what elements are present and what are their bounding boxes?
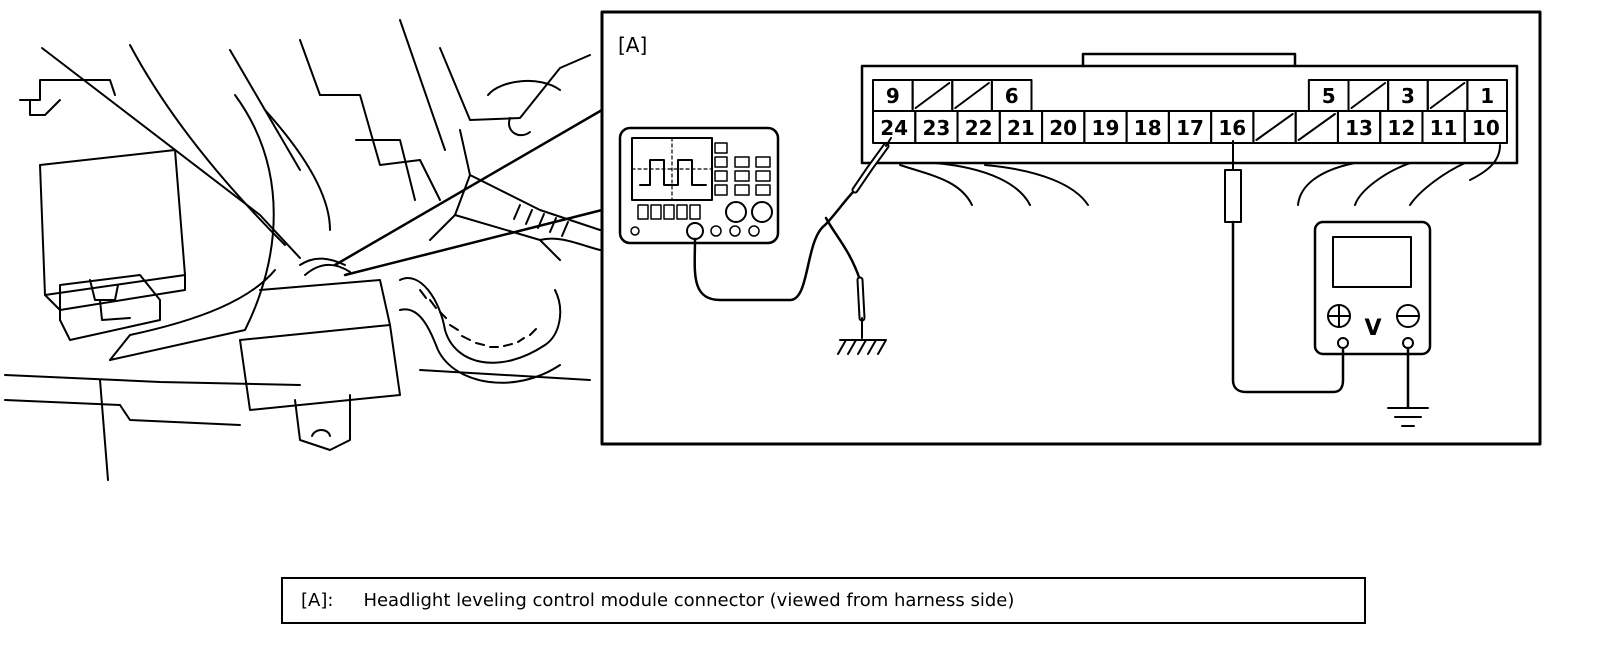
oscilloscope-graticule <box>631 137 713 201</box>
caption-text: Headlight leveling control module connec… <box>363 590 1015 611</box>
pin-bottom-4-label: 21 <box>1007 116 1035 140</box>
oscilloscope-buttons <box>637 142 773 223</box>
connector: 9 6 5 3 1 24 23 22 21 20 19 18 17 16 13 12 11 10 <box>860 52 1519 165</box>
negative-jack <box>1402 337 1414 349</box>
voltmeter: V <box>1224 140 1432 427</box>
oscilloscope <box>618 126 780 245</box>
pin-top-13-blank-slash <box>1350 82 1387 109</box>
harness-wires <box>899 144 1501 206</box>
caption-legend: [A]: Headlight leveling control module c… <box>281 577 1366 624</box>
connector-latch <box>1081 52 1297 68</box>
pin-grid: 9 6 5 3 1 24 23 22 21 20 19 18 17 16 13 12 11 10 <box>872 79 1508 144</box>
positive-jack <box>1337 337 1349 349</box>
pin-bottom-12-label: 13 <box>1345 116 1373 140</box>
ground-symbol-icon <box>1387 407 1429 427</box>
voltmeter-body <box>1313 220 1432 356</box>
inset-frame <box>600 10 1542 446</box>
pin-bottom-13-label: 12 <box>1387 116 1415 140</box>
pin-top-2-blank-slash <box>914 82 951 109</box>
caption-key: [A]: <box>301 590 334 611</box>
pin-bottom-11-blank-slash <box>1297 113 1336 141</box>
pin-bottom-7-label: 18 <box>1134 116 1162 140</box>
square-wave-trace <box>639 159 707 186</box>
oscilloscope-input-jack <box>686 222 704 240</box>
voltmeter-positive-lead <box>1231 220 1345 394</box>
pin-bottom-15-label: 10 <box>1472 116 1500 140</box>
connector-housing <box>860 64 1519 165</box>
pin-bottom-1-label: 24 <box>880 116 908 140</box>
oscilloscope-probe <box>693 137 892 355</box>
pin-bottom-6-label: 19 <box>1092 116 1120 140</box>
pin-top-15-blank-slash <box>1429 82 1466 109</box>
inset-tag: [A] <box>618 33 647 57</box>
pin-bottom-9-label: 16 <box>1218 116 1246 140</box>
pin-top-16-label: 1 <box>1480 84 1494 108</box>
pin-bottom-2-label: 23 <box>922 116 950 140</box>
oscilloscope-body <box>618 126 780 245</box>
voltmeter-unit: V <box>1364 316 1381 341</box>
pin-bottom-8-label: 17 <box>1176 116 1204 140</box>
pin-bottom-3-label: 22 <box>965 116 993 140</box>
pin-top-4-label: 6 <box>1005 84 1019 108</box>
pin-top-3-blank-slash <box>954 82 990 109</box>
pin-bottom-15-cell <box>1463 110 1508 144</box>
chassis-ground-icon <box>837 339 887 355</box>
pin-top-14-label: 3 <box>1401 84 1415 108</box>
pin-top-12-label: 5 <box>1322 84 1336 108</box>
voltmeter-display <box>1332 236 1412 288</box>
vehicle-illustration <box>4 19 604 481</box>
pin-bottom-14-label: 11 <box>1430 116 1458 140</box>
pin-top-1-label: 9 <box>886 84 900 108</box>
pin-bottom-5-label: 20 <box>1049 116 1077 140</box>
pin-bottom-10-blank-slash <box>1255 113 1294 141</box>
